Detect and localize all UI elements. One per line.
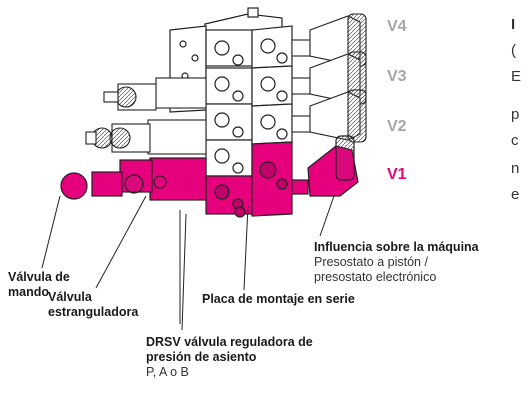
v1-highlighted-section bbox=[60, 135, 359, 218]
leader-lines bbox=[41, 195, 335, 331]
label-drsv-line1: DRSV válvula reguladora de bbox=[146, 335, 313, 349]
control-valves-left bbox=[85, 77, 207, 155]
label-control-valve-line2: mando bbox=[8, 285, 49, 299]
solenoid-right bbox=[291, 13, 367, 143]
label-throttle-valve-line2: estranguladora bbox=[48, 305, 139, 319]
label-control-valve-line1: Válvula de bbox=[8, 270, 70, 284]
side-text-4: p bbox=[511, 106, 520, 123]
label-influence-line2: presostato electrónico bbox=[314, 270, 437, 284]
level-label-v4: V4 bbox=[387, 18, 407, 35]
side-text-7: e bbox=[511, 186, 520, 203]
label-influence-line1: Presostato a pistón / bbox=[314, 255, 428, 269]
label-influence: Influencia sobre la máquina Presostato a… bbox=[314, 240, 479, 285]
label-drsv: DRSV válvula reguladora de presión de as… bbox=[146, 335, 313, 380]
label-mounting-plate-title: Placa de montaje en serie bbox=[202, 292, 355, 306]
label-throttle-valve: Válvula estranguladora bbox=[48, 290, 138, 320]
level-label-v3: V3 bbox=[387, 68, 407, 85]
level-label-v2: V2 bbox=[387, 118, 407, 135]
label-control-valve: Válvula de mando bbox=[8, 270, 70, 300]
label-throttle-valve-line1: Válvula bbox=[48, 290, 92, 304]
label-drsv-line2: presión de asiento bbox=[146, 350, 257, 364]
side-text-5: c bbox=[511, 132, 519, 149]
side-text-6: n bbox=[511, 160, 520, 177]
side-text-1: I bbox=[511, 16, 516, 33]
label-mounting-plate: Placa de montaje en serie bbox=[202, 292, 355, 307]
side-text-3: E bbox=[511, 68, 522, 85]
level-label-v1: V1 bbox=[387, 166, 407, 183]
label-influence-title: Influencia sobre la máquina bbox=[314, 240, 479, 254]
label-drsv-sub: P, A o B bbox=[146, 365, 189, 379]
side-text-2: ( bbox=[511, 42, 516, 59]
